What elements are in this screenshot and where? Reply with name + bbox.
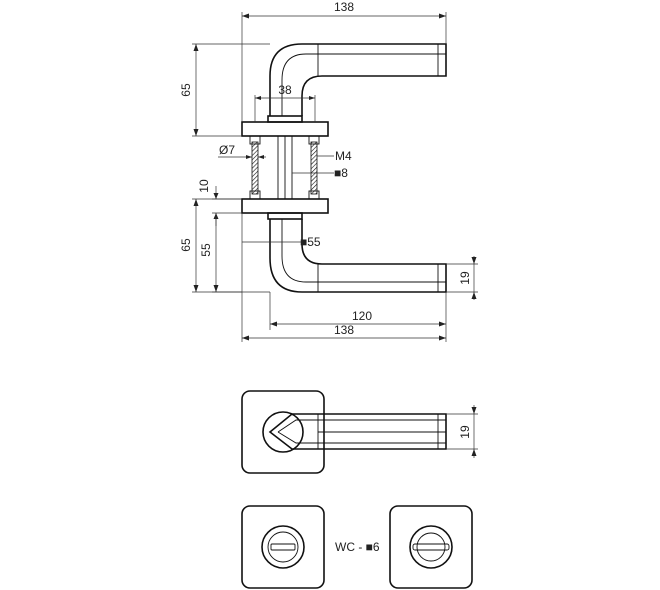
wc-outside-slot <box>270 543 296 551</box>
dim-screw-diameter: Ø7 <box>219 143 235 157</box>
lower-neck <box>267 212 303 220</box>
dim-top-width: 138 <box>334 0 354 14</box>
dim-spindle: ■8 <box>334 166 348 180</box>
lower-lever-inner <box>281 219 446 283</box>
top-view-rose <box>241 390 325 474</box>
side-view <box>241 43 447 293</box>
wc-label: WC - ■6 <box>335 540 380 554</box>
dim-height-upper: 65 <box>179 83 193 97</box>
lower-lever <box>269 219 447 293</box>
right-bolt <box>310 141 318 195</box>
left-bolt-head-top <box>249 135 261 145</box>
dim-bottom-width: 138 <box>334 323 354 337</box>
dim-rose-square: ■55 <box>300 235 321 249</box>
wc-outside-rose <box>241 505 325 589</box>
top-view-rose-ring <box>262 411 304 453</box>
wc-inside-turn <box>412 543 450 551</box>
dim-rose-width: 38 <box>278 83 292 97</box>
top-view-lever <box>268 413 447 450</box>
upper-rose-plate <box>241 121 329 137</box>
dimensions: 138 65 38 Ø7 M4 ■8 10 <box>179 0 478 342</box>
wc-inside-knob <box>416 532 446 562</box>
wc-inside-rose <box>389 505 473 589</box>
top-view-lever-inner-top <box>277 419 446 433</box>
upper-neck <box>267 115 303 123</box>
dim-lever-thickness-top: 19 <box>458 425 472 439</box>
dim-rose-gap: 10 <box>197 179 211 193</box>
dim-height-55: 55 <box>199 243 213 257</box>
right-bolt-head-top <box>308 135 320 145</box>
wc-outside-ring <box>261 525 305 569</box>
right-bolt-head-bottom <box>308 190 320 200</box>
top-view: 19 <box>241 390 478 474</box>
wc-outside-indicator <box>267 531 299 563</box>
left-bolt-head-bottom <box>249 190 261 200</box>
dim-height-lower: 65 <box>179 238 193 252</box>
wc-inside-ring <box>409 525 453 569</box>
top-view-lever-inner-bottom <box>277 431 446 444</box>
upper-lever-inner <box>281 53 446 116</box>
upper-lever <box>269 43 447 116</box>
dim-inner-width: 120 <box>352 309 372 323</box>
dim-thread: M4 <box>335 149 352 163</box>
left-bolt <box>251 141 259 195</box>
dim-lever-thickness-side: 19 <box>458 271 472 285</box>
lower-rose-plate <box>241 198 329 214</box>
wc-roses: WC - ■6 <box>241 505 473 589</box>
